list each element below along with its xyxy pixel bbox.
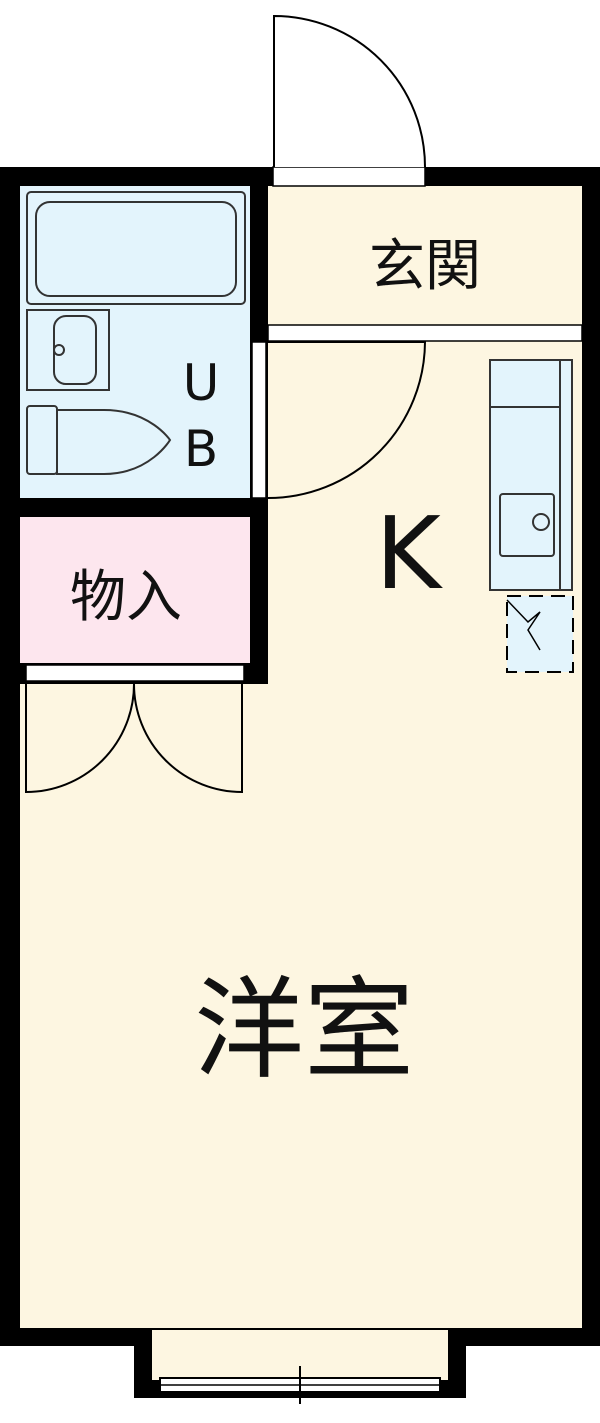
bath-door-opening bbox=[251, 341, 267, 499]
genkan-label: 玄関 bbox=[369, 234, 481, 299]
wall-bath-storage bbox=[0, 498, 268, 517]
bath-door-swing bbox=[267, 341, 427, 499]
washbasin-icon bbox=[26, 309, 110, 391]
storage-door-swing-left bbox=[25, 683, 135, 794]
bath-label-u: U bbox=[183, 354, 220, 412]
entry-door-opening bbox=[272, 166, 426, 187]
entry-door-swing bbox=[273, 14, 426, 168]
genkan-step-line bbox=[267, 324, 583, 342]
bath-label-b: B bbox=[184, 420, 218, 478]
room-floor bbox=[20, 186, 582, 1328]
storage-door-frame bbox=[25, 664, 245, 682]
storage-label: 物入 bbox=[70, 565, 182, 630]
storage-door-swing-right bbox=[133, 683, 243, 794]
kitchen-label: K bbox=[375, 495, 443, 612]
wall-bath-right bbox=[250, 167, 268, 342]
western-room-label: 洋室 bbox=[194, 966, 414, 1094]
kitchen-sink-icon bbox=[499, 493, 555, 557]
washing-machine-space-icon bbox=[506, 595, 574, 673]
bathtub-icon bbox=[26, 191, 246, 305]
wall-storage-right bbox=[250, 498, 268, 684]
storage-room bbox=[20, 517, 250, 663]
toilet-icon bbox=[26, 405, 172, 475]
